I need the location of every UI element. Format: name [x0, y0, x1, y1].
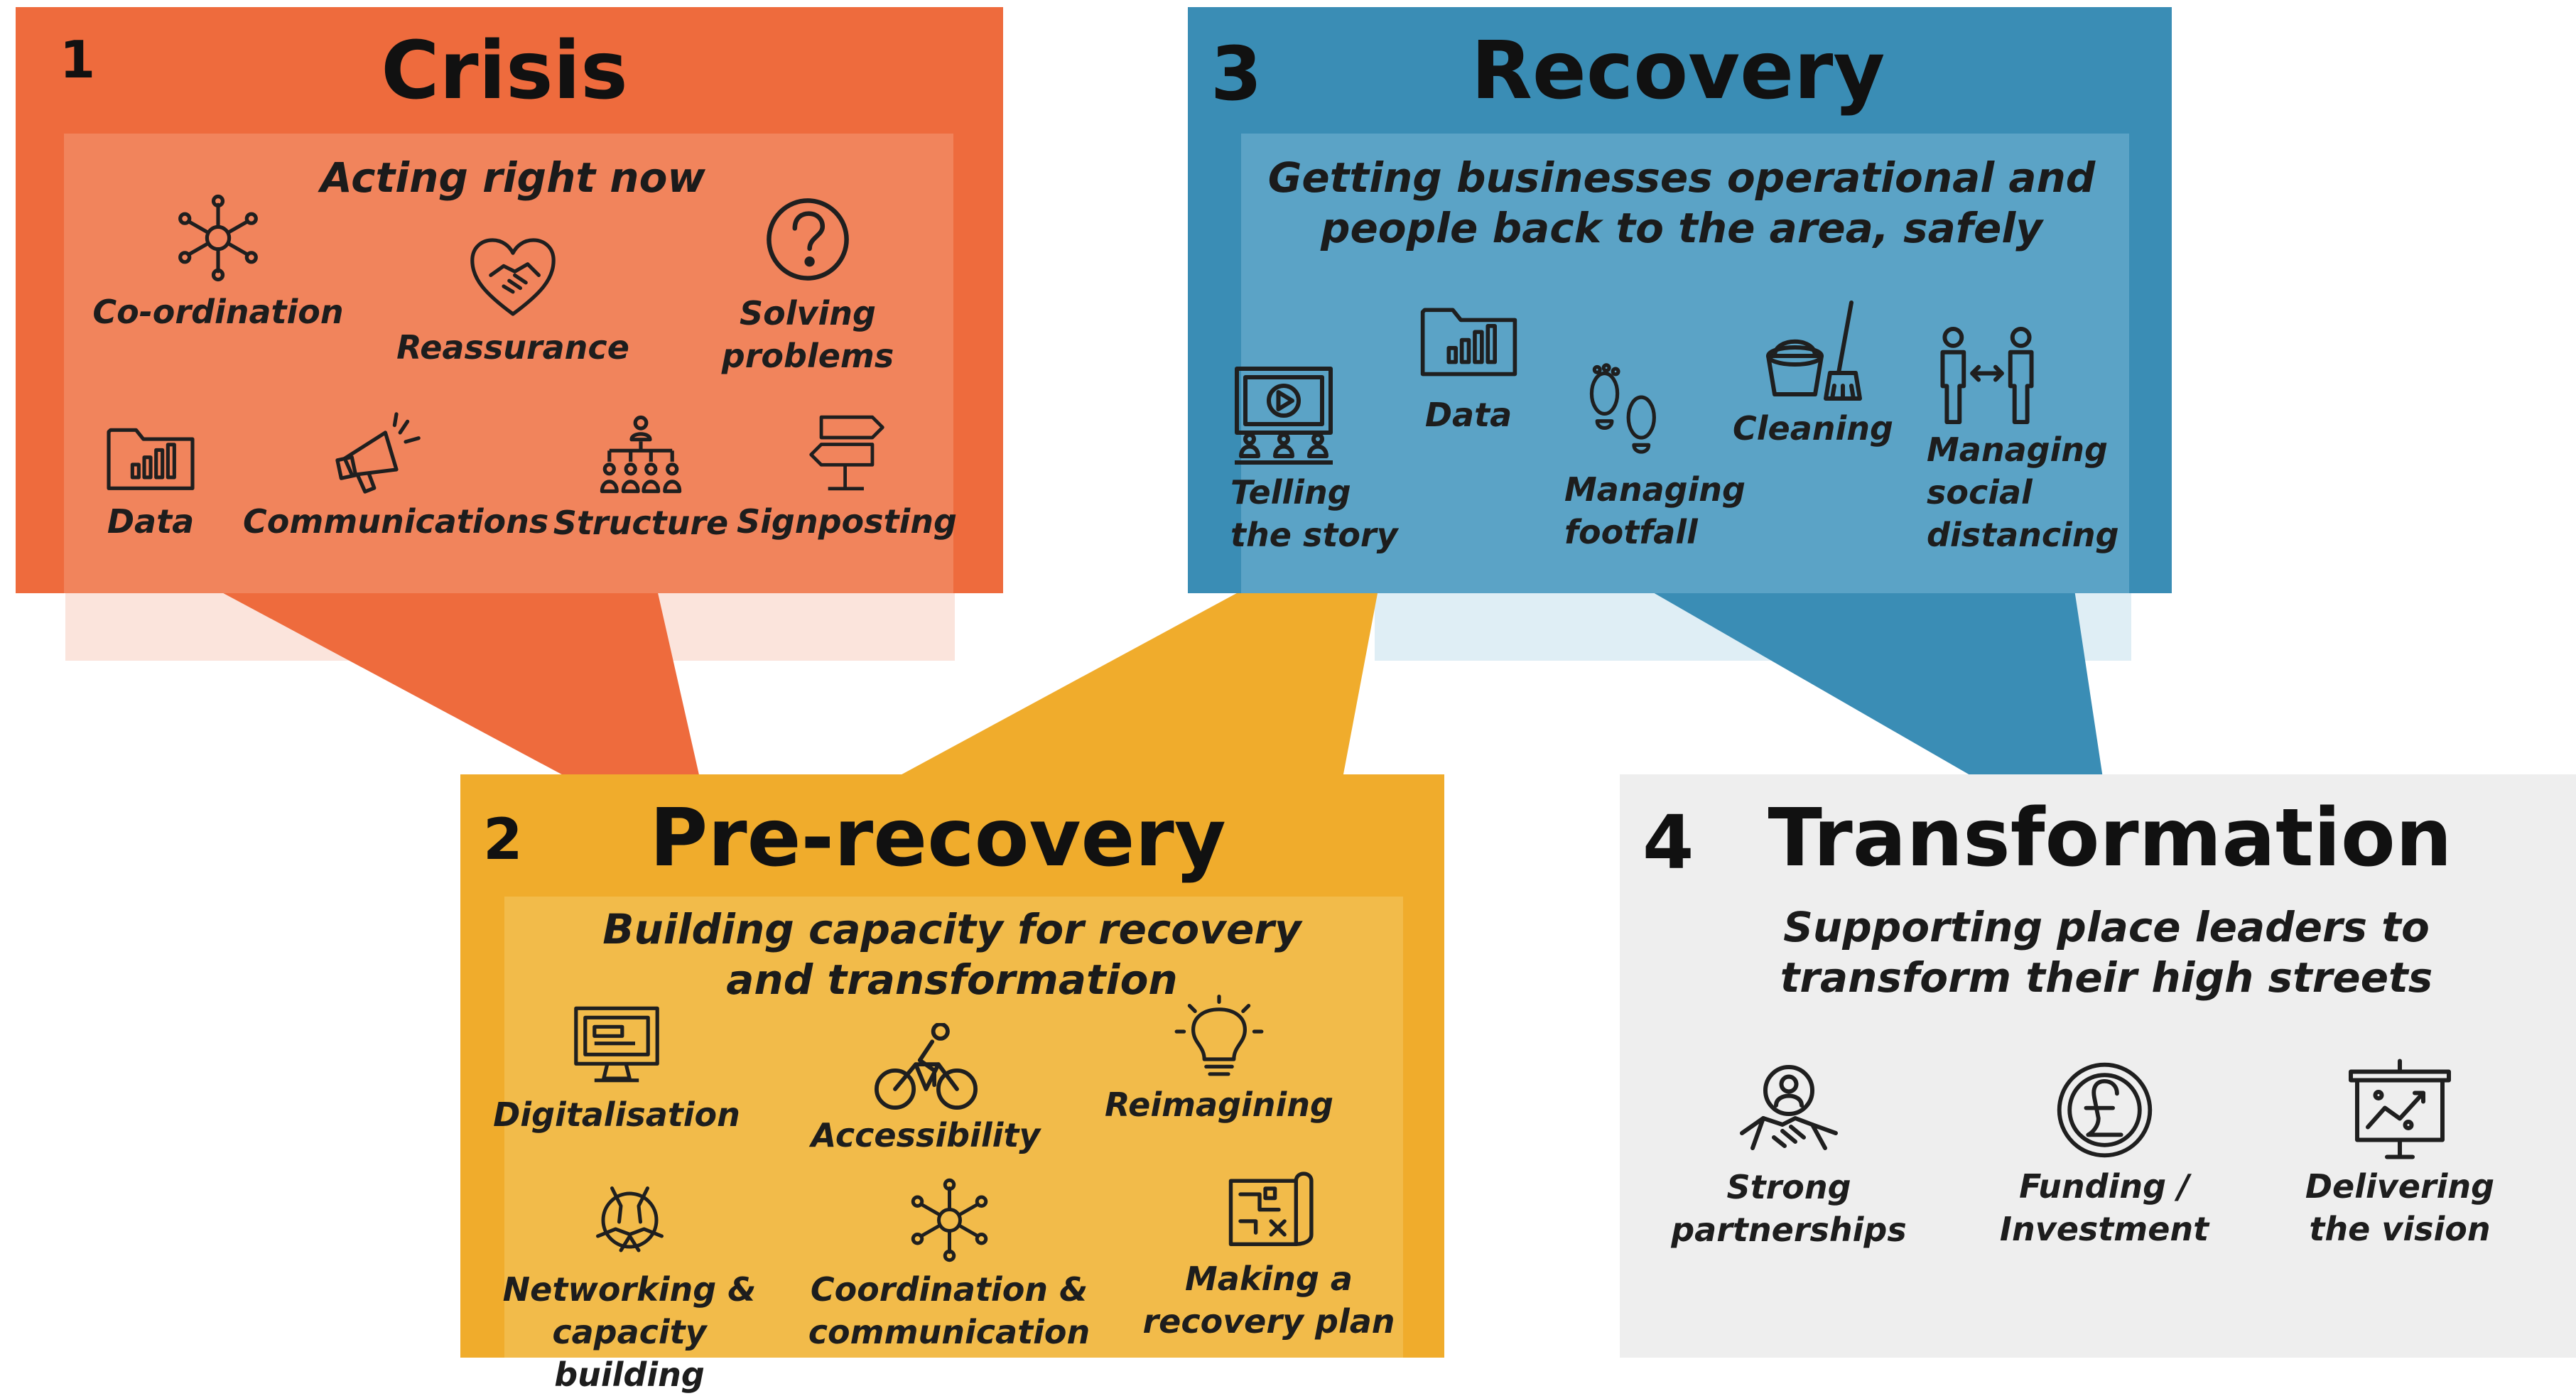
item-label: Data — [1424, 396, 1512, 434]
network-icon — [911, 1178, 987, 1262]
item-label: Co-ordination — [92, 293, 344, 331]
item-coordination-communication: Coordination & communication — [800, 1176, 1098, 1354]
transformation-panel: 4 Transformation Supporting place leader… — [1620, 774, 2576, 1358]
question-icon — [767, 198, 849, 281]
item-accessibility: Accessibility — [791, 1023, 1061, 1157]
stage-subtitle: Acting right now — [320, 153, 706, 202]
item-label: Telling the story — [1230, 473, 1398, 554]
stage-number: 3 — [1211, 31, 1262, 117]
stage-subtitle: Building capacity for recovery and trans… — [602, 905, 1301, 1004]
mop-bucket-icon — [1766, 301, 1862, 401]
connector-arrows — [65, 590, 2131, 778]
footprints-icon — [1589, 363, 1656, 454]
pre-recovery-inner-box — [504, 897, 1403, 1358]
recovery-inner-box — [1241, 134, 2129, 593]
presentation-board-icon — [2349, 1059, 2451, 1159]
pre-recovery-panel: 2 Pre-recovery Building capacity for rec… — [460, 774, 1444, 1394]
item-managing-footfall: Managing footfall — [1564, 362, 1749, 554]
stage-number: 1 — [60, 30, 96, 90]
org-chart-icon — [600, 415, 682, 494]
crisis-connector — [217, 590, 700, 778]
data-folder-icon — [1420, 308, 1517, 377]
item-delivering-the-vision: Delivering the vision — [2265, 1059, 2535, 1251]
item-label: Networking & capacity building — [502, 1270, 757, 1394]
item-label: Strong partnerships — [1671, 1168, 1907, 1249]
stage-subtitle: Getting businesses operational and peopl… — [1267, 153, 2096, 252]
item-reassurance: Reassurance — [378, 234, 648, 369]
stage-title: Pre-recovery — [649, 792, 1226, 884]
item-label: Delivering the vision — [2305, 1167, 2495, 1248]
item-label: Cleaning — [1733, 409, 1893, 448]
item-managing-social-distancing: Managing social distancing — [1927, 327, 2126, 556]
pre-recovery-connector — [895, 590, 1378, 778]
distancing-icon — [1940, 327, 2034, 425]
item-funding-investment: Funding / Investment — [1969, 1059, 2239, 1251]
item-label: Accessibility — [811, 1116, 1041, 1154]
partnership-icon — [1740, 1065, 1838, 1150]
item-data: Data — [1333, 302, 1603, 437]
item-telling-the-story: Telling the story — [1230, 362, 1415, 557]
item-data: Data — [16, 423, 286, 543]
pound-coin-icon — [2057, 1062, 2152, 1158]
item-signposting: Signposting — [712, 412, 982, 543]
hands-together-icon — [595, 1186, 664, 1252]
item-communications: Communications — [243, 412, 549, 543]
stage-title: Recovery — [1471, 25, 1885, 117]
crisis-panel: 1 Crisis Acting right now Co-ordination … — [16, 7, 1003, 593]
signpost-icon — [809, 415, 884, 491]
item-label: Communications — [243, 502, 549, 541]
item-strong-partnerships: Strong partnerships — [1654, 1059, 1924, 1252]
crisis-inner-box — [64, 134, 953, 593]
data-folder-icon — [107, 428, 195, 490]
item-label: Reimagining — [1105, 1086, 1333, 1124]
item-label: Funding / Investment — [1999, 1167, 2209, 1248]
item-reimagining: Reimagining — [1084, 995, 1354, 1127]
item-making-a-recovery-plan: Making a recovery plan — [1134, 1162, 1404, 1343]
stage-title: Crisis — [381, 25, 628, 117]
stage-title: Transformation — [1768, 792, 2452, 884]
lightbulb-icon — [1174, 995, 1264, 1076]
item-label: Signposting — [737, 502, 957, 541]
recovery-connector — [1648, 590, 2103, 778]
item-label: Reassurance — [396, 328, 629, 367]
item-label: Coordination & communication — [808, 1270, 1091, 1351]
heart-handshake-icon — [470, 238, 556, 316]
item-label: Structure — [553, 504, 729, 542]
stage-subtitle: Supporting place leaders to transform th… — [1780, 903, 2433, 1002]
stage-number: 2 — [483, 806, 523, 872]
recovery-panel: 3 Recovery Getting businesses operationa… — [1188, 7, 2172, 593]
item-label: Data — [107, 502, 195, 541]
monitor-icon — [574, 1006, 659, 1083]
item-label: Digitalisation — [493, 1095, 740, 1134]
item-label: Managing social distancing — [1927, 431, 2119, 554]
item-label: Solving problems — [721, 294, 894, 375]
item-structure: Structure — [506, 413, 776, 545]
item-cleaning: Cleaning — [1678, 298, 1948, 450]
item-solving-problems: Solving problems — [673, 193, 943, 378]
cyclist-icon — [874, 1023, 978, 1110]
item-digitalisation: Digitalisation — [482, 1002, 752, 1137]
megaphone-icon — [335, 412, 421, 494]
network-icon — [178, 194, 258, 282]
stage-number: 4 — [1643, 799, 1694, 886]
item-label: Managing footfall — [1564, 470, 1746, 551]
plan-map-icon — [1228, 1172, 1314, 1246]
item-label: Making a recovery plan — [1142, 1260, 1395, 1341]
video-screen-icon — [1235, 367, 1333, 465]
item-networking: Networking & capacity building — [480, 1176, 779, 1396]
item-co-ordination: Co-ordination — [83, 192, 353, 334]
